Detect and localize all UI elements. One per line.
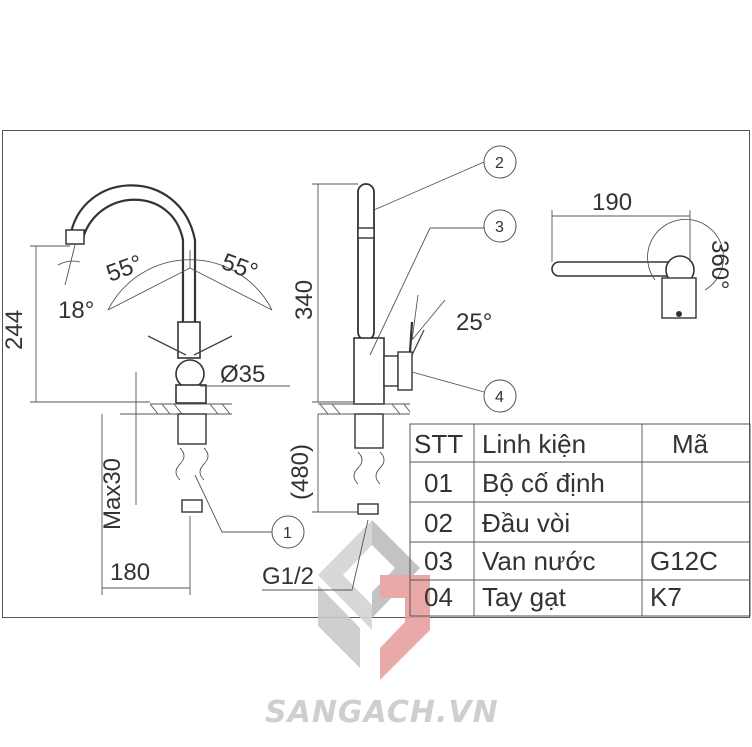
callout-numbers: 2 3 4 1	[283, 155, 504, 542]
table-cell-code: G12C	[650, 546, 718, 576]
table-cell-stt: 01	[424, 468, 453, 498]
dim-340: 340	[291, 280, 318, 320]
dim-angle-18: 18°	[58, 297, 94, 324]
dim-thread: G1/2	[262, 563, 314, 590]
sg-logo	[318, 520, 430, 680]
side-view	[262, 145, 517, 591]
callout-1: 1	[283, 525, 292, 542]
dim-angle-55-right: 55°	[218, 248, 261, 286]
front-view	[30, 184, 290, 595]
brand-watermark: SANGACH.VN	[265, 695, 499, 730]
dim-190: 190	[592, 189, 632, 216]
drawing-frame	[2, 130, 750, 618]
table-header-stt: STT	[414, 429, 463, 459]
dimension-labels: 244 18° 55° 55° Ø35 Max30 180 340 25° (4…	[1, 189, 733, 590]
table-cell-code: K7	[650, 582, 682, 612]
table-cell-part: Bộ cố định	[482, 468, 605, 498]
dim-244: 244	[1, 310, 28, 350]
dim-angle-25: 25°	[456, 309, 492, 336]
callout-3: 3	[495, 219, 504, 236]
dim-diameter: Ø35	[220, 361, 265, 388]
table-cell-part: Tay gạt	[482, 582, 567, 612]
top-view	[551, 210, 724, 319]
table-cell-stt: 02	[424, 508, 453, 538]
dim-max30: Max30	[99, 458, 126, 530]
callout-4: 4	[495, 389, 504, 406]
table-cell-stt: 03	[424, 546, 453, 576]
callout-2: 2	[495, 155, 504, 172]
table-cell-part: Đầu vòi	[482, 508, 570, 538]
parts-table: STT Linh kiện Mã 01 Bộ cố định 02 Đầu vò…	[409, 423, 751, 617]
table-header-code: Mã	[672, 429, 709, 459]
dim-rotation: 360°	[706, 240, 733, 290]
table-header-part: Linh kiện	[482, 429, 586, 459]
dim-180: 180	[110, 559, 150, 586]
dim-angle-55-left: 55°	[103, 250, 146, 288]
dim-480: (480)	[287, 444, 314, 500]
table-cell-stt: 04	[424, 582, 453, 612]
table-cell-part: Van nước	[482, 546, 595, 576]
